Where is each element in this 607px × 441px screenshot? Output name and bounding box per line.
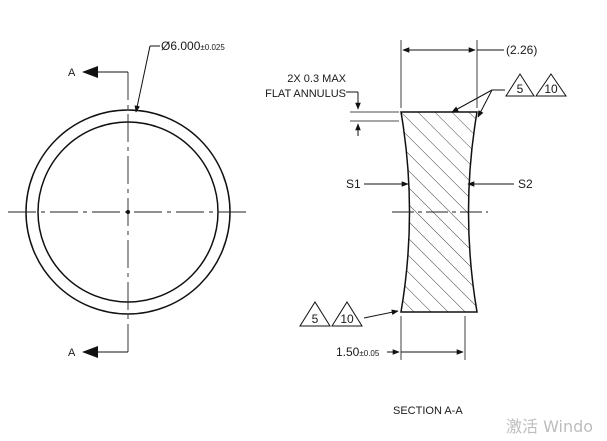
spec-value-bottom-1: 5	[312, 312, 319, 326]
diameter-leader	[134, 45, 151, 113]
section-title: SECTION A-A	[393, 405, 463, 417]
edge-label: 1.50±0.05	[336, 345, 380, 359]
spec-callout-bottom: 5 10	[299, 301, 399, 327]
section-arrow-bottom	[82, 346, 98, 358]
spec-top-leader-1	[451, 89, 493, 113]
thickness-ref-label: (2.26)	[506, 43, 537, 57]
watermark-text: 激活 Windo	[506, 417, 593, 436]
diameter-label: Ø6.000±0.025	[161, 39, 225, 53]
section-arrow-top	[82, 66, 98, 78]
diameter-tolerance: ±0.025	[200, 43, 225, 52]
spec-callout-top: 5 10	[451, 73, 567, 118]
surface-s1-label: S1	[346, 177, 361, 191]
surface-s2-label: S2	[518, 177, 533, 191]
spec-value-top-2: 10	[544, 82, 558, 96]
spec-triangle-bottom-2	[331, 301, 363, 327]
spec-triangle-bottom-1	[299, 301, 331, 327]
edge-value: 1.50	[336, 345, 360, 359]
section-view: (2.26) 2X 0.3 MAX FLAT ANNULUS S1 S2 5 1…	[265, 40, 567, 417]
annulus-note-line1: 2X 0.3 MAX	[287, 73, 346, 85]
front-view: A A Ø6.000±0.025	[8, 39, 248, 359]
spec-triangle-top-1	[505, 73, 535, 97]
spec-triangle-top-2	[535, 73, 567, 97]
section-letter-top: A	[68, 67, 76, 79]
diameter-value: 6.000	[170, 39, 200, 53]
spec-top-leader-2	[477, 89, 493, 118]
center-point	[126, 210, 130, 214]
spec-value-bottom-2: 10	[340, 312, 354, 326]
diameter-symbol: Ø	[161, 39, 170, 53]
spec-value-top-1: 5	[517, 82, 524, 96]
section-letter-bottom: A	[68, 347, 76, 359]
annulus-note-line2: FLAT ANNULUS	[265, 88, 346, 100]
spec-bottom-leader	[363, 309, 399, 319]
edge-tolerance: ±0.05	[359, 349, 380, 358]
